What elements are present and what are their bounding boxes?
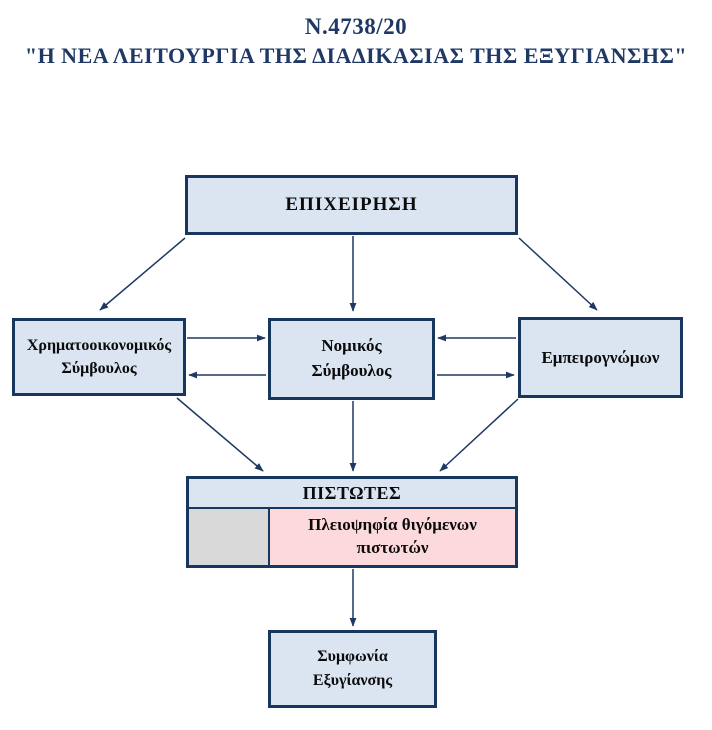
node-legal-advisor-label-line1: Νομικός (321, 336, 382, 356)
node-financial-advisor: Χρηματοοικονομικός Σύμβουλος (12, 318, 186, 396)
title-subtitle: "Η ΝΕΑ ΛΕΙΤΟΥΡΓΙΑ ΤΗΣ ΔΙΑΔΙΚΑΣΙΑΣ ΤΗΣ ΕΞ… (24, 43, 688, 68)
creditors-header-label: ΠΙΣΤΩΤΕΣ (189, 479, 515, 509)
node-business-label: ΕΠΙΧΕΙΡΗΣΗ (285, 194, 418, 215)
creditors-majority-label-line2: πιστωτών (356, 538, 429, 557)
creditors-majority-cell: Πλειοψηφία θιγόμενων πιστωτών (270, 509, 515, 565)
node-expert: Εμπειρογνώμων (518, 317, 683, 398)
node-financial-advisor-label-line2: Σύμβουλος (61, 360, 137, 377)
arrow-business-to-financial (99, 237, 186, 311)
arrow-financial-to-creditors (176, 397, 264, 472)
node-financial-advisor-label-line1: Χρηματοοικονομικός (26, 336, 172, 354)
node-rehabilitation-agreement-label-line1: Συμφωνία (317, 648, 388, 665)
arrow-business-to-expert (518, 237, 598, 311)
creditors-gray-cell (189, 509, 270, 565)
title-law-number: Ν.4738/20 (304, 14, 408, 39)
node-rehabilitation-agreement-label-line2: Εξυγίανσης (312, 672, 393, 689)
diagram-title: Ν.4738/20 "Η ΝΕΑ ΛΕΙΤΟΥΡΓΙΑ ΤΗΣ ΔΙΑΔΙΚΑΣ… (0, 12, 712, 70)
node-expert-label: Εμπειρογνώμων (541, 347, 660, 367)
node-legal-advisor: Νομικός Σύμβουλος (268, 318, 435, 400)
node-rehabilitation-agreement: Συμφωνία Εξυγίανσης (268, 630, 437, 708)
creditors-body: Πλειοψηφία θιγόμενων πιστωτών (189, 509, 515, 565)
node-business: ΕΠΙΧΕΙΡΗΣΗ (185, 175, 518, 235)
arrow-expert-to-creditors (439, 398, 519, 472)
node-legal-advisor-label-line2: Σύμβουλος (311, 361, 392, 380)
creditors-majority-label-line1: Πλειοψηφία θιγόμενων (308, 515, 477, 535)
node-creditors: ΠΙΣΤΩΤΕΣ Πλειοψηφία θιγόμενων πιστωτών (186, 476, 518, 568)
